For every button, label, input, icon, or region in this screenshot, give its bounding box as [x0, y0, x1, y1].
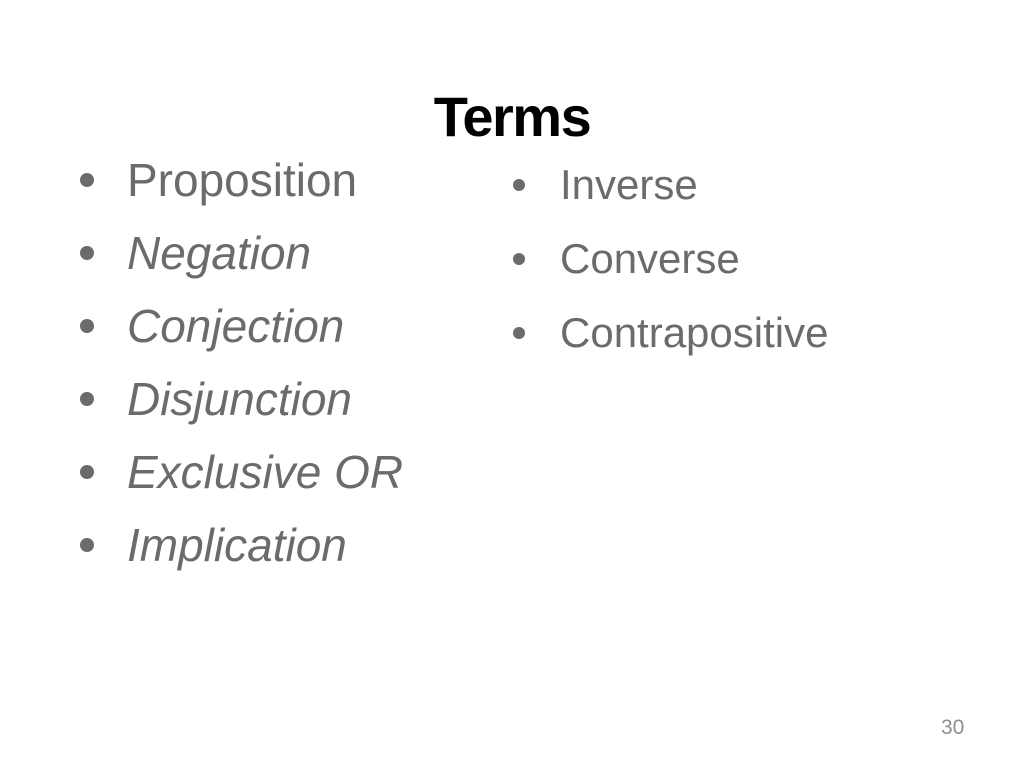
slide-title: Terms — [433, 84, 592, 148]
list-item: Implication — [74, 508, 403, 581]
list-item-label: Conjection — [127, 299, 345, 352]
list-item-label: Implication — [127, 518, 347, 571]
list-item: Negation — [74, 216, 403, 289]
bullet-icon — [80, 245, 94, 260]
list-item-label: Negation — [127, 226, 312, 279]
bullet-icon — [80, 537, 94, 552]
list-item-label: Converse — [560, 235, 740, 282]
list-item: Exclusive OR — [74, 435, 403, 508]
terms-list-left: Proposition Negation Conjection Disjunct… — [74, 143, 403, 581]
list-item-label: Disjunction — [127, 372, 352, 425]
bullet-icon — [513, 253, 525, 265]
bullet-icon — [513, 327, 525, 339]
list-item-label: Contrapositive — [560, 309, 829, 356]
page-number: 30 — [941, 716, 965, 739]
terms-list-right: Inverse Converse Contrapositive — [508, 148, 828, 370]
list-item: Converse — [508, 222, 828, 296]
bullet-icon — [80, 318, 94, 333]
list-item: Contrapositive — [508, 296, 828, 370]
list-item: Disjunction — [74, 362, 403, 435]
bullet-icon — [80, 464, 94, 479]
list-item: Inverse — [508, 148, 828, 222]
list-item: Proposition — [74, 143, 403, 216]
list-item-label: Inverse — [560, 161, 698, 208]
bullet-icon — [80, 391, 94, 406]
bullet-icon — [513, 179, 525, 191]
list-item: Conjection — [74, 289, 403, 362]
list-item-label: Exclusive OR — [127, 445, 404, 498]
list-item-label: Proposition — [127, 153, 358, 206]
bullet-icon — [80, 172, 94, 187]
